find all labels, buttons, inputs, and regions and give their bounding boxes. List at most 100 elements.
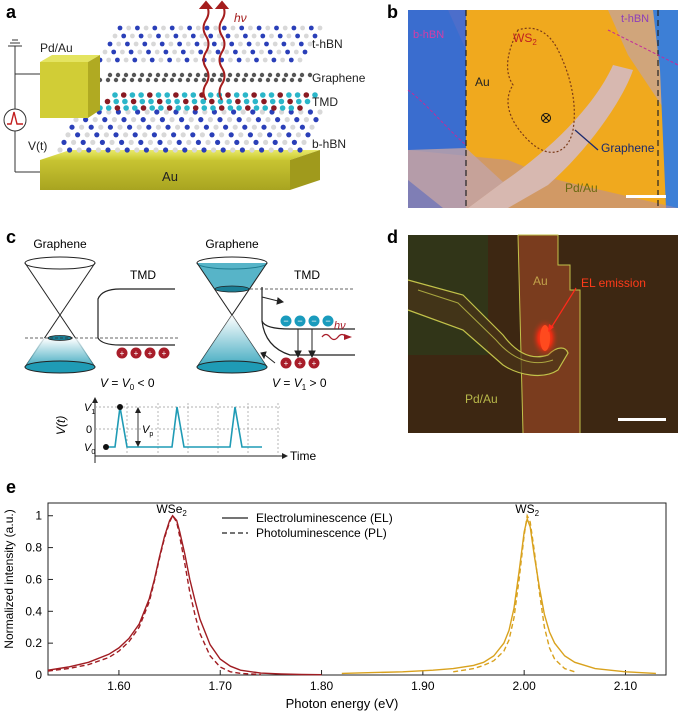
x-tick-label: 1.90 bbox=[411, 679, 435, 693]
series-line-ws2-pl bbox=[453, 513, 576, 673]
photon-label: hν bbox=[234, 11, 247, 25]
graphene-right-label: Graphene bbox=[205, 237, 259, 251]
band-diagram: Graphene TMD + + + + V = V0 < 0 bbox=[24, 237, 355, 463]
electrons-right: − − − − bbox=[280, 315, 334, 327]
x-tick-label: 1.80 bbox=[310, 679, 334, 693]
svg-text:−: − bbox=[297, 316, 302, 326]
series-line-wse2-el bbox=[47, 514, 322, 676]
pd-au-label: Pd/Au bbox=[465, 392, 498, 406]
tmd-left-valence-band bbox=[97, 337, 175, 346]
graphene-pointer bbox=[574, 129, 599, 151]
trace-xlabel: Time bbox=[290, 449, 317, 463]
panel-c-letter: c bbox=[6, 227, 17, 247]
pd-au-label: Pd/Au bbox=[565, 181, 598, 195]
el-emission-micrograph: Au EL emission Pd/Au bbox=[407, 234, 678, 434]
x-axis-label: Photon energy (eV) bbox=[286, 696, 399, 711]
trace-vp: Vp bbox=[142, 424, 153, 438]
voltage-trace-line bbox=[106, 406, 262, 448]
device-schematic: Au bbox=[3, 0, 366, 190]
svg-text:+: + bbox=[298, 359, 303, 368]
panel-b: b bbox=[383, 0, 685, 215]
dirac-cone-right bbox=[196, 256, 268, 374]
tmd-label: TMD bbox=[312, 95, 338, 109]
svg-text:+: + bbox=[134, 349, 139, 358]
y-tick-label: 0.4 bbox=[25, 604, 42, 618]
t-hbn-label: t-hBN bbox=[621, 13, 649, 25]
svg-text:−: − bbox=[325, 316, 330, 326]
b-hbn-layer bbox=[57, 109, 323, 153]
graphene-strip bbox=[468, 65, 633, 208]
au-slab-side bbox=[290, 150, 320, 190]
panel-b-letter: b bbox=[387, 2, 398, 22]
optical-micrograph: b-hBN t-hBN WS2 Au Graphene Pd/Au bbox=[407, 10, 679, 208]
svg-text:−: − bbox=[311, 316, 316, 326]
tmd-left-conduction-band bbox=[97, 288, 175, 338]
y-tick-label: 0.2 bbox=[25, 636, 42, 650]
photon-label: hν bbox=[334, 320, 346, 332]
x-tick-label: 1.70 bbox=[209, 679, 233, 693]
condition-left: V = V0 < 0 bbox=[100, 376, 155, 392]
b-hbn-label: b-hBN bbox=[312, 137, 346, 151]
legend-label: Electroluminescence (EL) bbox=[256, 511, 393, 525]
x-tick-label: 1.60 bbox=[107, 679, 131, 693]
svg-text:+: + bbox=[284, 359, 289, 368]
svg-text:+: + bbox=[162, 349, 167, 358]
panel-e-letter: e bbox=[6, 477, 17, 497]
panel-c: c Graphene TMD + bbox=[0, 225, 380, 465]
b-hbn-label: b-hBN bbox=[413, 29, 444, 41]
t-hbn-label: t-hBN bbox=[312, 37, 343, 51]
ground-icon bbox=[8, 39, 22, 52]
panel-d: d bbox=[383, 225, 685, 440]
scale-bar bbox=[618, 418, 666, 421]
pd-au-label: Pd/Au bbox=[40, 41, 73, 55]
au-label: Au bbox=[475, 75, 490, 89]
svg-text:+: + bbox=[148, 349, 153, 358]
plot-frame bbox=[47, 502, 667, 676]
tmd-right-label: TMD bbox=[294, 268, 320, 282]
el-emission-label: EL emission bbox=[581, 276, 646, 290]
ws2-label: WS2 bbox=[513, 31, 537, 47]
pd-au-contact-side bbox=[88, 55, 100, 118]
pd-au-contact-front bbox=[40, 62, 88, 118]
ws2-outline bbox=[506, 27, 575, 153]
tmd-right-valence-band bbox=[261, 320, 355, 356]
panel-d-letter: d bbox=[387, 227, 398, 247]
au-label: Au bbox=[533, 274, 548, 288]
au-slab-top bbox=[40, 150, 320, 160]
graphene-layer bbox=[97, 72, 313, 83]
svg-text:+: + bbox=[120, 349, 125, 358]
trace-zero: 0 bbox=[86, 424, 92, 436]
trace-v1: V1 bbox=[84, 402, 95, 416]
legend-label: Photoluminescence (PL) bbox=[256, 526, 387, 540]
graphene-label: Graphene bbox=[601, 141, 655, 155]
y-tick-label: 0 bbox=[35, 668, 42, 682]
voltage-trace-plot bbox=[92, 397, 288, 463]
au-slab-front bbox=[40, 160, 290, 190]
y-axis-label: Normalized intensity (a.u.) bbox=[2, 509, 16, 648]
holes-left: + + + + bbox=[116, 347, 170, 359]
au-label: Au bbox=[162, 169, 178, 184]
scale-bar bbox=[626, 195, 666, 198]
tmd-layer bbox=[97, 92, 318, 111]
series-line-wse2-pl bbox=[47, 514, 261, 676]
voltage-label: V(t) bbox=[28, 139, 47, 153]
y-tick-label: 1 bbox=[35, 509, 42, 523]
trace-ylabel: V(t) bbox=[54, 416, 68, 435]
peak-label: WS2 bbox=[515, 502, 539, 518]
condition-right: V = V1 > 0 bbox=[272, 376, 327, 392]
series-line-ws2-el bbox=[341, 516, 656, 675]
t-hbn-layer bbox=[97, 25, 323, 63]
y-tick-label: 0.6 bbox=[25, 572, 42, 586]
panel-a-letter: a bbox=[6, 2, 17, 22]
graphene-left-label: Graphene bbox=[33, 237, 87, 251]
photon-wave-icon bbox=[321, 333, 347, 341]
x-tick-label: 2.10 bbox=[614, 679, 638, 693]
svg-text:+: + bbox=[312, 359, 317, 368]
holes-right: + + + bbox=[280, 357, 320, 369]
b-hbn-region-right bbox=[653, 10, 678, 208]
chart-series bbox=[47, 513, 656, 676]
